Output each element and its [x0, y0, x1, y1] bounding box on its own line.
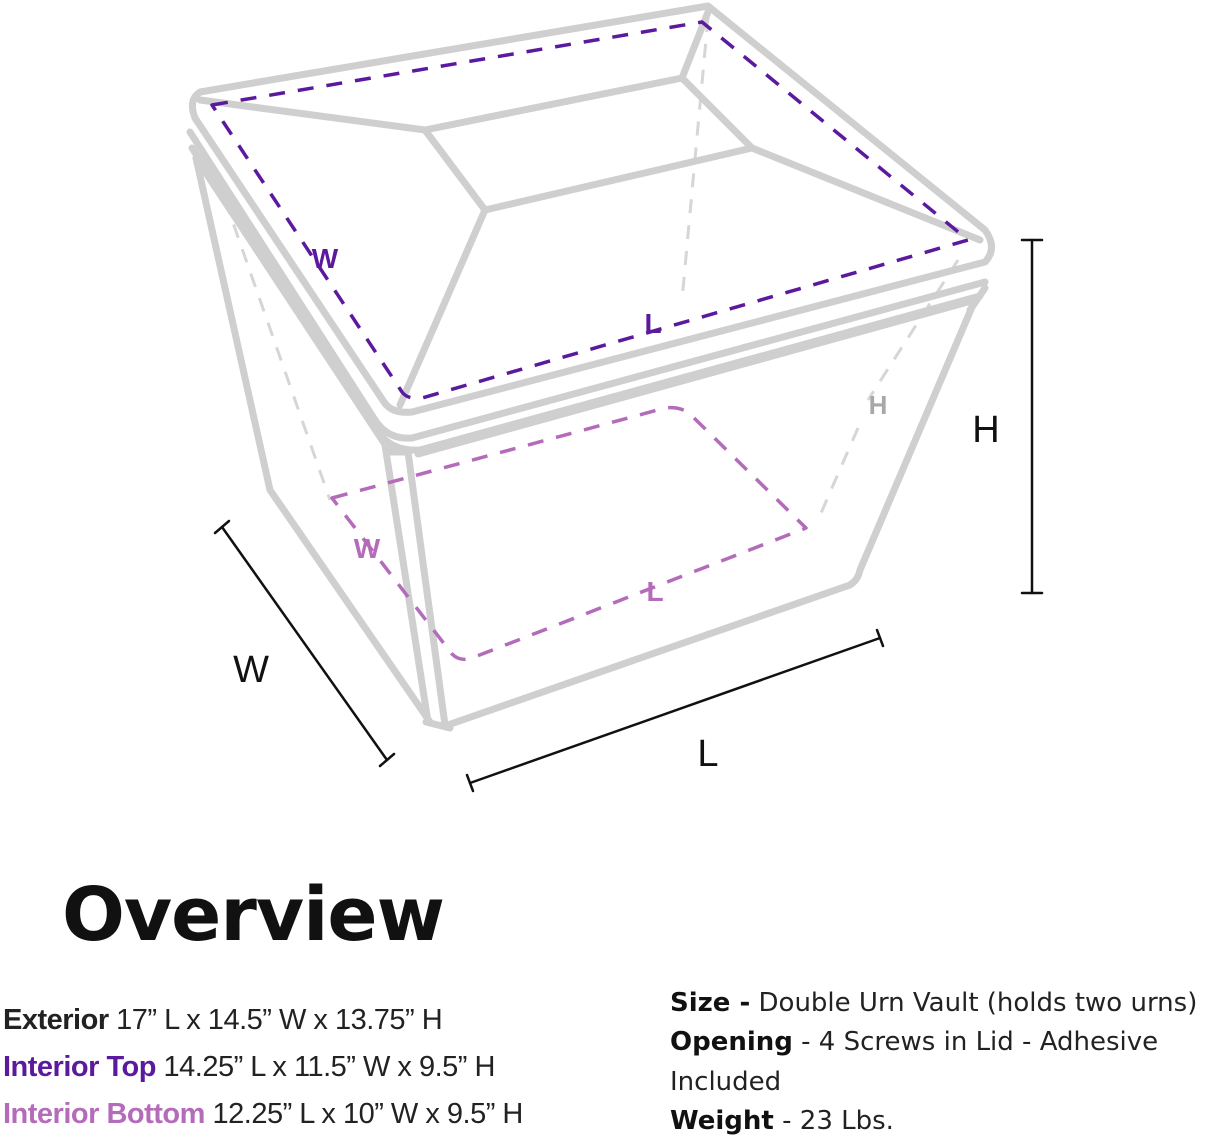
outer-length-label: L [697, 733, 718, 775]
spec-size-value: Double Urn Vault (holds two urns) [758, 988, 1198, 1018]
spec-interior-top-value: 14.25” L x 11.5” W x 9.5” H [163, 1051, 496, 1083]
spec-interior-top-label: Interior Top [3, 1051, 156, 1083]
spec-exterior-value: 17” L x 14.5” W x 13.75” H [116, 1004, 443, 1036]
spec-interior-bottom-label: Interior Bottom [3, 1098, 205, 1130]
outer-height-label: H [972, 409, 999, 451]
spec-interior-top: Interior Top 14.25” L x 11.5” W x 9.5” H [3, 1053, 495, 1082]
spec-opening-continued: Included [670, 1069, 781, 1095]
overview-title: Overview [62, 872, 445, 958]
spec-weight: Weight - 23 Lbs. [670, 1108, 894, 1134]
spec-weight-label: Weight [670, 1106, 774, 1136]
spec-interior-bottom-value: 12.25” L x 10” W x 9.5” H [212, 1098, 524, 1130]
interior-top-length-label: L [644, 308, 661, 339]
interior-top-width-label: W [312, 243, 339, 274]
spec-opening: Opening - 4 Screws in Lid - Adhesive [670, 1029, 1158, 1055]
spec-opening-value: - 4 Screws in Lid - Adhesive [792, 1027, 1159, 1057]
interior-bottom-outline [330, 405, 808, 662]
vault-lid-outline [186, 2, 995, 454]
dimension-lines [213, 238, 1044, 793]
spec-opening-continued-text: Included [670, 1067, 782, 1097]
interior-bottom-width-label: W [354, 533, 381, 564]
outer-width-label: W [233, 649, 269, 691]
urn-vault-diagram: H W L W L W L H [186, 2, 1044, 793]
spec-size: Size - Double Urn Vault (holds two urns) [670, 990, 1197, 1016]
interior-height-label: H [869, 390, 888, 420]
interior-top-outline [210, 20, 970, 401]
spec-size-label: Size - [670, 988, 751, 1018]
spec-opening-label: Opening [670, 1027, 793, 1057]
spec-exterior: Exterior 17” L x 14.5” W x 13.75” H [3, 1004, 443, 1036]
spec-interior-bottom: Interior Bottom 12.25” L x 10” W x 9.5” … [3, 1100, 523, 1129]
spec-exterior-label: Exterior [3, 1004, 109, 1036]
interior-bottom-length-label: L [646, 576, 663, 607]
spec-weight-value: - 23 Lbs. [773, 1106, 894, 1136]
